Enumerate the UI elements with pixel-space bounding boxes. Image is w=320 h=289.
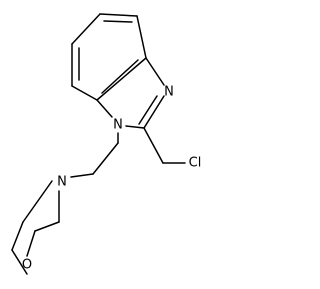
atom-label-n-morpholine: N [57, 175, 67, 190]
atom-label-o: O [22, 258, 32, 273]
ethyl-linker [70, 132, 119, 178]
bond-c6-c7 [99, 13, 138, 17]
chloromethyl-group [143, 127, 186, 164]
structure-canvas: N N Cl N O [11, 13, 201, 275]
double-bond-inner-3 [101, 59, 139, 94]
bond-c6-c5 [11, 221, 24, 251]
chemical-structure-diagram: N N Cl N O [11, 13, 201, 275]
double-bond-inner-2 [103, 20, 133, 23]
bond-c5-c6 [71, 13, 101, 45]
bond-c2-o [26, 230, 36, 257]
bond-c7-c3a [136, 15, 147, 59]
bond-c5-n [22, 180, 53, 223]
bond-c3a-c7a [96, 57, 147, 101]
atom-label-cl: Cl [189, 156, 202, 171]
bond-ch2a-ch2b [92, 142, 119, 175]
atom-labels: N N Cl N O [22, 85, 201, 273]
bond-ch2b-n [70, 173, 94, 178]
bond-c3a-n3 [145, 57, 165, 86]
benzene-ring [71, 13, 147, 101]
bond-c2-ch2 [143, 127, 164, 164]
morpholine-ring [11, 180, 60, 275]
imidazole-ring [96, 57, 165, 129]
bond-n1-c7a [96, 99, 113, 118]
atom-label-n1: N [113, 118, 123, 133]
bond-c7a-c4 [71, 85, 98, 101]
double-bond-n3-c2 [138, 95, 158, 125]
bond-c3-c2 [34, 221, 60, 232]
atom-label-n3: N [164, 85, 174, 100]
bond-o-c6 [11, 249, 28, 275]
bond-n3-c2 [143, 95, 165, 129]
bond-c2-n1 [125, 125, 145, 129]
